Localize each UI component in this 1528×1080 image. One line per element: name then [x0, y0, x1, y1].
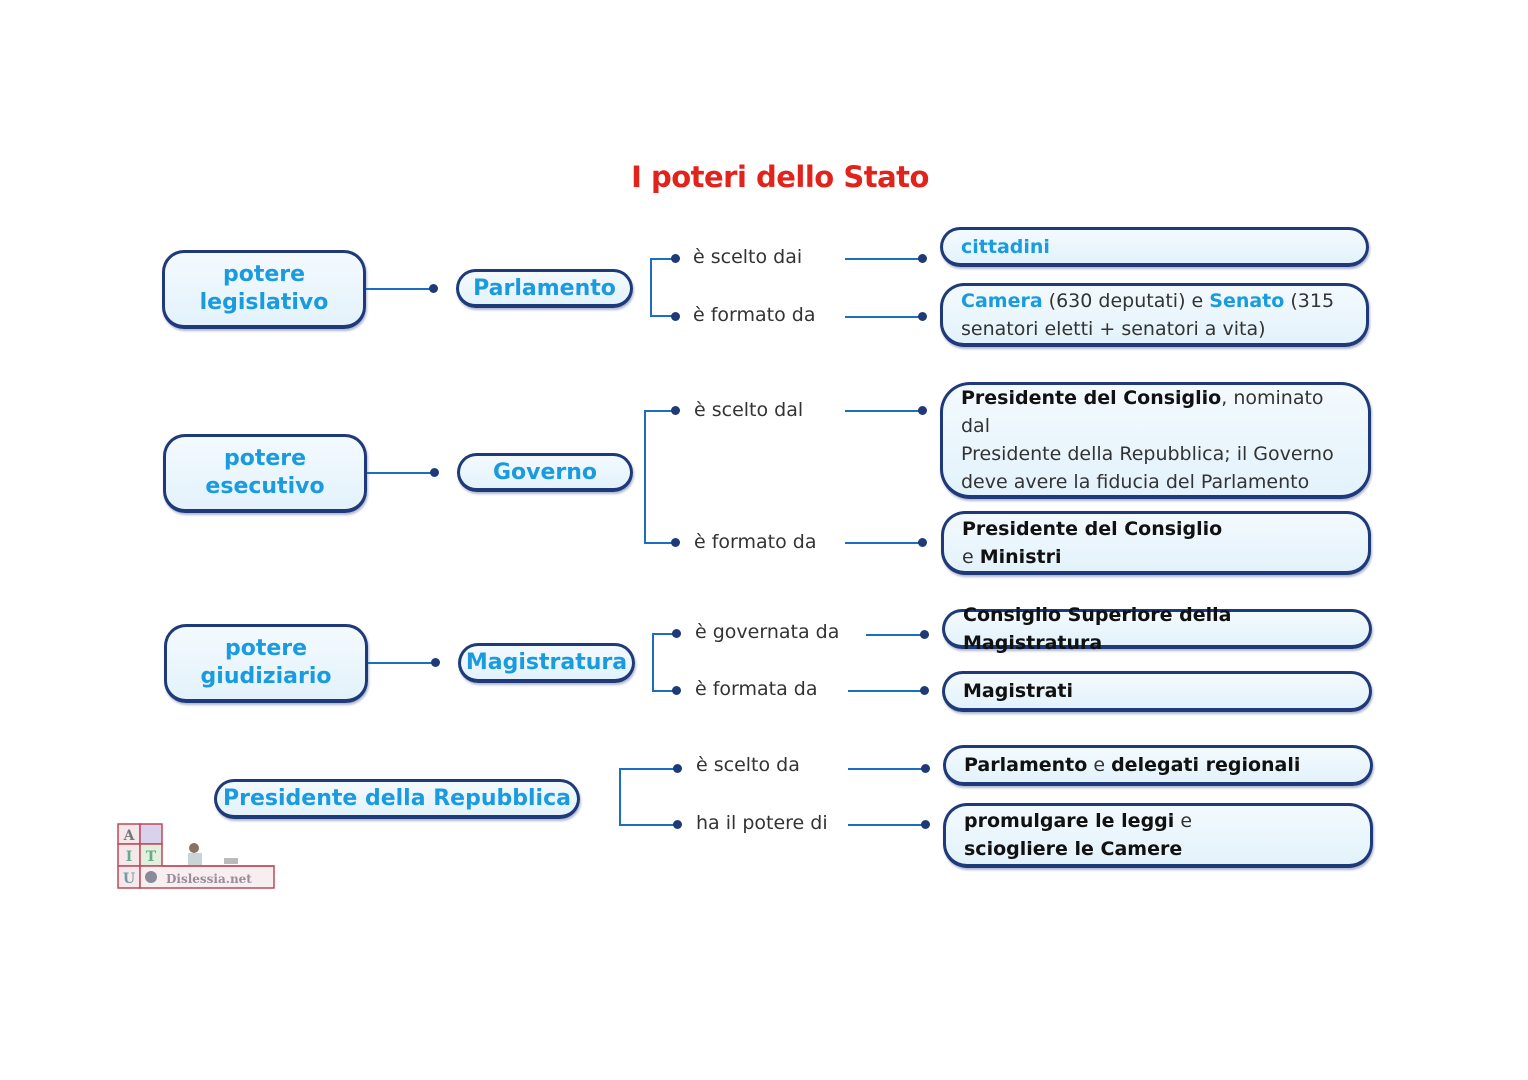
bracket-arm: [644, 410, 676, 412]
target-text: Presidente della Repubblica; il Governo: [961, 443, 1334, 465]
bracket: [644, 410, 646, 544]
connector-dot: [671, 538, 680, 547]
connector-dot: [918, 406, 927, 415]
power-label: potere: [224, 636, 308, 661]
connector: [848, 768, 925, 770]
target-text: e: [1174, 810, 1193, 832]
organ-box-presidente: Presidente della Repubblica: [214, 779, 580, 819]
power-label: giudiziario: [200, 664, 332, 689]
target-box: cittadini: [940, 227, 1369, 267]
connector-dot: [918, 312, 927, 321]
target-box: Presidente del Consiglio e Ministri: [941, 511, 1371, 575]
target-text: Parlamento: [964, 754, 1088, 776]
power-label: potere: [222, 262, 306, 287]
connector-dot: [671, 254, 680, 263]
connector: [367, 472, 434, 474]
relation-label: è formata da: [695, 678, 818, 700]
connector-dot: [673, 764, 682, 773]
target-text: , nominato dal: [961, 387, 1324, 437]
bracket-arm: [619, 768, 677, 770]
connector-dot: [920, 686, 929, 695]
svg-text:T: T: [146, 849, 157, 865]
target-text: Presidente del Consiglio: [962, 517, 1223, 540]
connector: [866, 634, 924, 636]
relation-label: è scelto dal: [694, 399, 804, 421]
diagram-title: I poteri dello Stato: [631, 160, 929, 194]
bracket-arm: [652, 633, 676, 635]
connector-dot: [921, 820, 930, 829]
relation-label: è formato da: [694, 531, 817, 553]
target-text: sciogliere le Camere: [964, 838, 1183, 860]
dislessia-logo: A I T U Dislessia.net: [117, 823, 275, 889]
connector-dot: [671, 406, 680, 415]
relation-label: è formato da: [693, 304, 816, 326]
target-box: promulgare le leggi e sciogliere le Camer…: [943, 803, 1373, 868]
target-text: (630 deputati) e: [1042, 289, 1210, 312]
bracket-arm: [644, 542, 676, 544]
bracket-arm: [650, 315, 676, 317]
connector: [845, 542, 922, 544]
connector-dot: [430, 468, 439, 477]
connector-dot: [429, 284, 438, 293]
connector: [366, 288, 433, 290]
relation-label: è scelto da: [696, 754, 800, 776]
target-text: senatori eletti + senatori a vita): [961, 317, 1266, 340]
connector-dot: [672, 686, 681, 695]
target-text: e: [1087, 754, 1112, 776]
svg-text:Dislessia.net: Dislessia.net: [166, 872, 252, 886]
connector: [368, 662, 435, 664]
power-label: esecutivo: [205, 474, 325, 499]
connector: [845, 316, 922, 318]
svg-text:I: I: [126, 849, 133, 865]
connector-dot: [918, 538, 927, 547]
target-text: cittadini: [961, 235, 1050, 258]
connector-dot: [431, 658, 440, 667]
connector: [845, 410, 922, 412]
bracket: [650, 258, 652, 317]
power-box-judicial: potere giudiziario: [164, 624, 368, 703]
svg-text:A: A: [123, 828, 136, 844]
target-box: Camera (630 deputati) e Senato (315 senat…: [940, 283, 1369, 347]
connector-dot: [920, 630, 929, 639]
connector-dot: [921, 764, 930, 773]
target-box: Consiglio Superiore della Magistratura: [942, 604, 1372, 654]
svg-text:U: U: [123, 871, 135, 887]
target-text: Magistrati: [963, 680, 1074, 702]
connector-dot: [673, 820, 682, 829]
organ-box-magistratura: Magistratura: [458, 643, 635, 683]
target-text: Consiglio Superiore della Magistratura: [963, 603, 1232, 654]
connector: [845, 258, 922, 260]
target-text: promulgare le leggi: [964, 810, 1175, 832]
connector: [848, 690, 924, 692]
target-text: delegati regionali: [1111, 754, 1301, 776]
target-text: Ministri: [979, 545, 1062, 568]
relation-label: è scelto dai: [693, 246, 803, 268]
power-box-legislative: potere legislativo: [162, 250, 366, 329]
target-box: Magistrati: [942, 671, 1372, 712]
organ-box-governo: Governo: [457, 453, 633, 492]
target-text: Senato: [1209, 289, 1285, 312]
target-text: e: [962, 545, 980, 568]
bracket: [652, 633, 654, 691]
target-text: (315: [1284, 289, 1335, 312]
connector-dot: [672, 629, 681, 638]
target-text: Presidente del Consiglio: [961, 387, 1222, 409]
power-box-executive: potere esecutivo: [163, 434, 367, 513]
connector-dot: [918, 254, 927, 263]
connector: [848, 824, 925, 826]
target-box: Parlamento e delegati regionali: [943, 745, 1373, 786]
bracket-arm: [650, 258, 676, 260]
power-label: legislativo: [199, 290, 329, 315]
relation-label: ha il potere di: [696, 812, 828, 834]
bracket: [619, 768, 621, 826]
organ-box-parlamento: Parlamento: [456, 269, 633, 308]
target-text: deve avere la fiducia del Parlamento: [961, 471, 1310, 493]
bracket-arm: [619, 824, 677, 826]
relation-label: è governata da: [695, 621, 840, 643]
power-label: potere: [223, 446, 307, 471]
target-text: Camera: [961, 289, 1043, 312]
connector-dot: [671, 312, 680, 321]
bracket-arm: [652, 690, 676, 692]
